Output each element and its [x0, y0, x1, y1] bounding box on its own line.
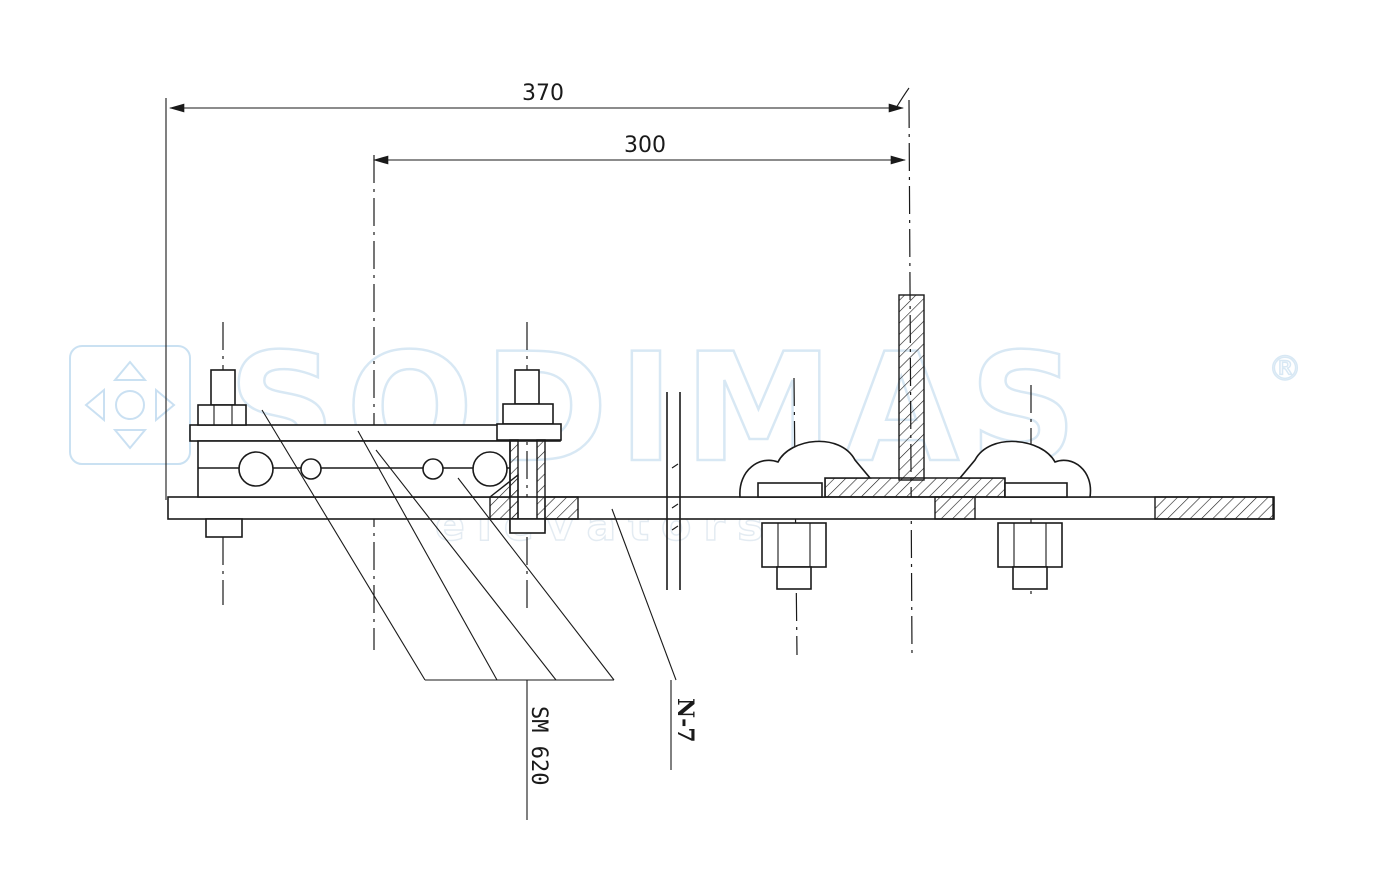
reference-sm620: SM 620 [526, 706, 551, 785]
nut-left [761, 522, 827, 590]
bracket-hole [422, 458, 444, 480]
rail-clip-left [739, 440, 872, 498]
bracket-sm620 [189, 424, 561, 498]
bolt-left [197, 369, 247, 538]
bracket-hole [238, 451, 274, 487]
leader-lines-n7 [611, 508, 677, 770]
rail-profile [666, 392, 681, 590]
leader-lines-sm620 [261, 409, 615, 820]
bracket-hole [472, 451, 508, 487]
base-plate [167, 496, 1275, 520]
dimension-300: 300 [372, 133, 907, 165]
bolt-centre [489, 369, 562, 534]
bracket-hole [300, 458, 322, 480]
rail-clip-right [958, 440, 1092, 498]
watermark-registered: ® [1268, 349, 1302, 389]
dimension-300-label: 300 [624, 133, 666, 158]
watermark-logo-icon [84, 360, 176, 450]
reference-n7: N-7 [672, 698, 698, 743]
nut-right [997, 522, 1063, 590]
angle-bracket [824, 294, 1006, 498]
dimension-370-label: 370 [522, 81, 564, 106]
dimension-370: 370 [165, 81, 910, 500]
watermark-logo-box [69, 345, 191, 465]
